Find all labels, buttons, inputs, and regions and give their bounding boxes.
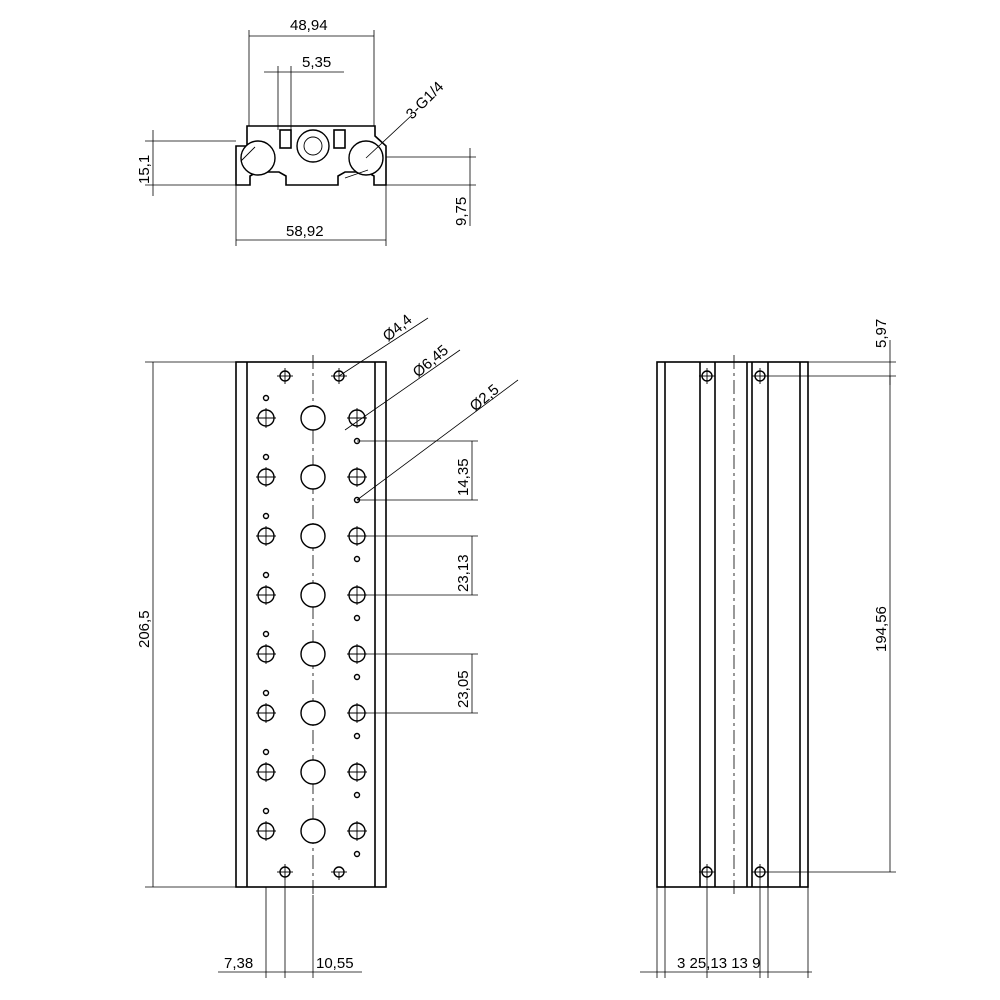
- station-row: [256, 630, 367, 681]
- dim-top-width: 48,94: [290, 17, 328, 34]
- thread-callout: 3-G1/4: [403, 78, 447, 122]
- port-bore-center-inner: [303, 136, 323, 156]
- slot-left: [279, 129, 292, 149]
- top-view: 48,94 5,35 3-G1/4 15,1 9,75 58,92: [136, 17, 476, 246]
- dim-bottom-b: 10,55: [316, 955, 354, 972]
- dim-pitch-b: 23,13: [455, 554, 472, 592]
- dim-bottom-a: 7,38: [224, 955, 253, 972]
- dim-top-base: 58,92: [286, 223, 324, 240]
- dim-top-slot: 5,35: [302, 54, 331, 71]
- dim-top-offset: 9,75: [453, 197, 470, 226]
- dim-hole-pin: Ø2,5: [467, 381, 503, 415]
- station-row: [256, 512, 367, 563]
- slot-right: [333, 129, 346, 149]
- front-view: Ø4,4 Ø6,45 Ø2,5 14,35 23,13 23,05 206,5 …: [136, 311, 519, 978]
- port-bore-left: [240, 140, 276, 176]
- dim-pitch-a: 14,35: [455, 458, 472, 496]
- dim-length-front: 206,5: [136, 610, 153, 648]
- station-row: [256, 748, 367, 799]
- station-row: [256, 807, 367, 858]
- station-row: [256, 689, 367, 740]
- station-row: [256, 394, 367, 445]
- side-outline: [656, 361, 809, 888]
- dim-side-bottom: 3 25,13 13 9: [677, 955, 760, 972]
- dim-side-top: 5,97: [873, 319, 890, 348]
- station-row: [256, 571, 367, 622]
- dim-hole-port: Ø6,45: [410, 342, 452, 381]
- plate-outline: [235, 361, 387, 888]
- dim-top-height: 15,1: [136, 155, 153, 184]
- dim-pitch-c: 23,05: [455, 670, 472, 708]
- dim-hole-mount: Ø4,4: [380, 311, 416, 345]
- side-view: 5,97 194,56 3 25,13 13 9: [640, 319, 896, 978]
- port-bore-center: [296, 129, 330, 163]
- station-row: [256, 453, 367, 504]
- dim-length-side: 194,56: [873, 606, 890, 652]
